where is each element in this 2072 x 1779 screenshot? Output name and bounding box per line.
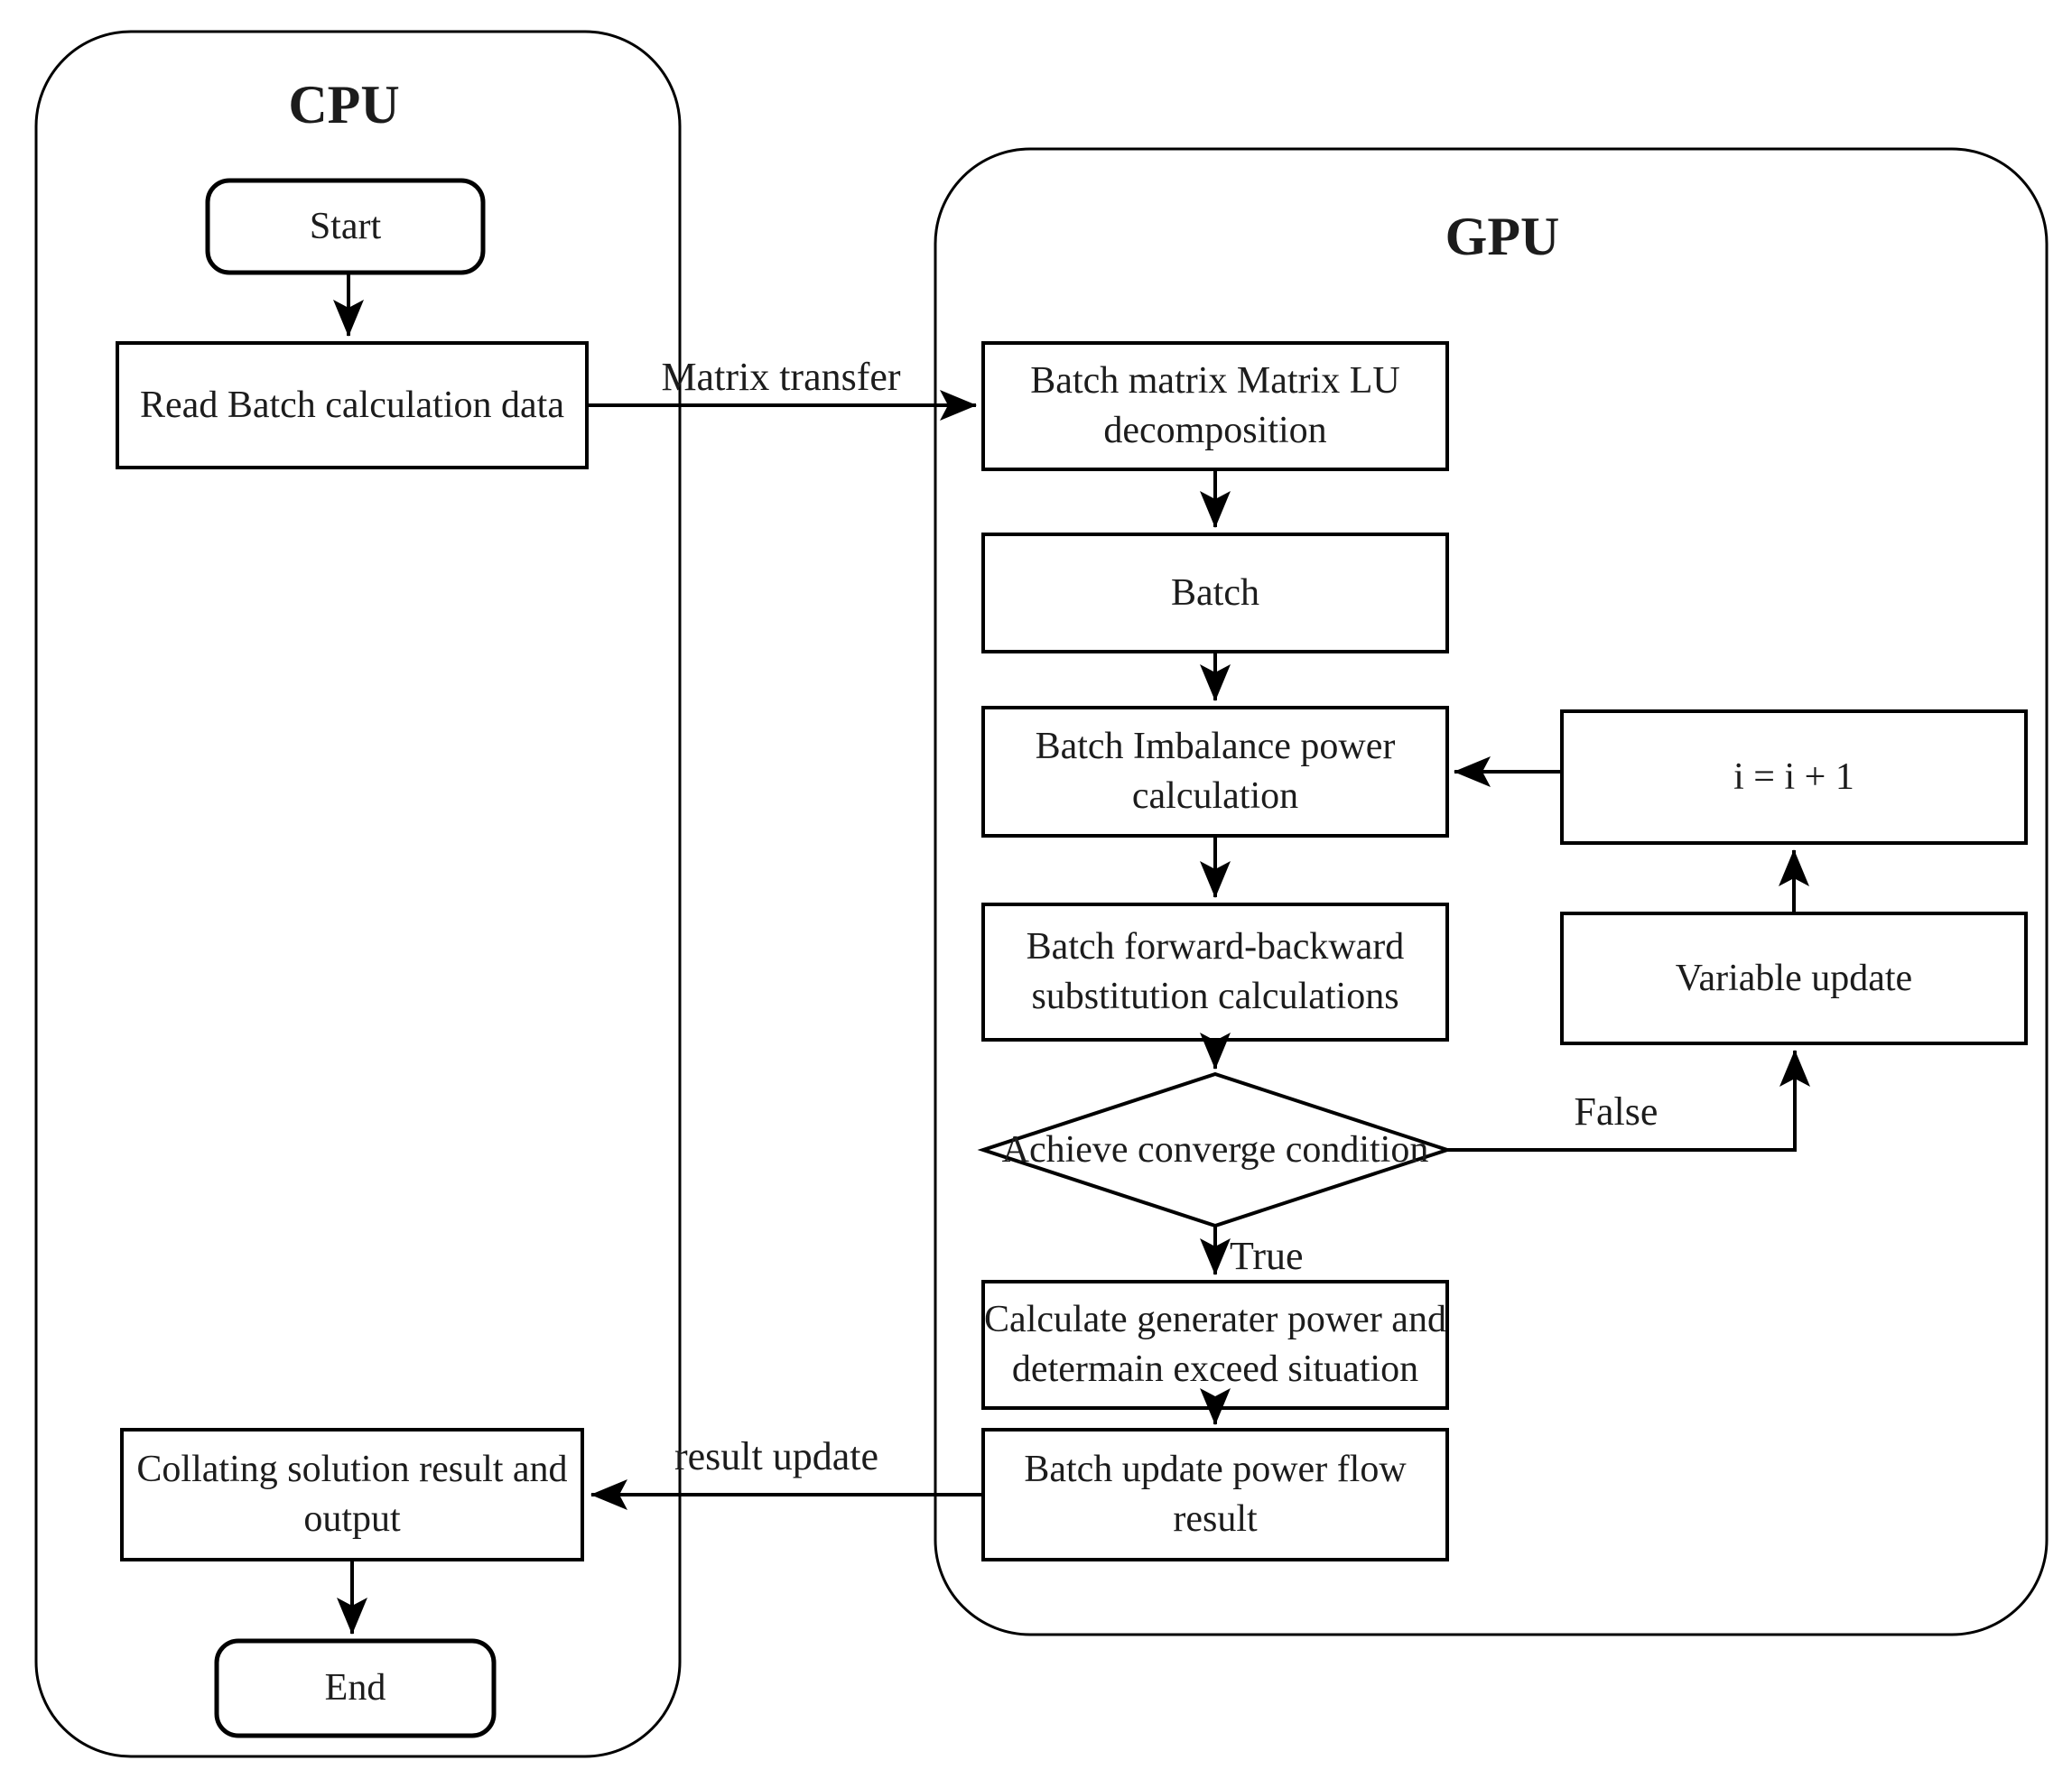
imbalance-power-line2: calculation xyxy=(1131,775,1299,817)
imbalance-power-line1: Batch Imbalance power xyxy=(1035,726,1396,768)
collate-result-line2: output xyxy=(303,1498,401,1540)
power-flow-result-line1: Batch update power flow xyxy=(1024,1449,1407,1491)
lu-decomposition-line1: Batch matrix Matrix LU xyxy=(1030,360,1400,403)
gpu-region-title: GPU xyxy=(1445,207,1560,266)
true-branch-label: True xyxy=(1230,1234,1304,1278)
converge-decision-label: Achieve converge condition xyxy=(1001,1128,1429,1171)
read-data-node-shape xyxy=(116,341,589,469)
read-data-node-label: Read Batch calculation data xyxy=(140,384,564,426)
collate-result-node-shape xyxy=(120,1428,584,1561)
lu-decomposition-node-label: Batch matrix Matrix LU decomposition xyxy=(983,343,1447,469)
generator-power-node-shape xyxy=(981,1280,1449,1410)
start-node-label: Start xyxy=(309,205,382,247)
variable-update-node-label: Variable update xyxy=(1675,957,1913,999)
variable-update-node-shape xyxy=(1560,912,2028,1045)
end-node-shape xyxy=(214,1638,497,1738)
power-flow-result-line2: result xyxy=(1173,1498,1258,1540)
arrow-decision-false xyxy=(1447,1050,1810,1152)
increment-node-label: i = i + 1 xyxy=(1733,755,1854,798)
end-node-label: End xyxy=(324,1667,386,1710)
substitution-line1: Batch forward-backward xyxy=(1026,926,1405,968)
collate-result-node-label: Collating solution result and output xyxy=(122,1430,582,1560)
lu-decomposition-line2: decomposition xyxy=(1103,410,1327,451)
substitution-line2: substitution calculations xyxy=(1031,976,1399,1017)
gpu-region-outline xyxy=(934,147,2049,1636)
collate-result-line1: Collating solution result and xyxy=(136,1449,568,1491)
increment-node-shape xyxy=(1560,709,2028,845)
cpu-region-outline xyxy=(34,30,682,1758)
matrix-transfer-edge-label: Matrix transfer xyxy=(661,355,901,399)
generator-power-line1: Calculate generater power and xyxy=(984,1299,1446,1341)
generator-power-node-label: Calculate generater power and determain … xyxy=(983,1282,1447,1408)
batch-node-shape xyxy=(981,533,1449,653)
generator-power-line2: determain exceed situation xyxy=(1011,1348,1419,1390)
imbalance-power-node-label: Batch Imbalance power calculation xyxy=(983,708,1447,836)
substitution-node-shape xyxy=(981,903,1449,1042)
batch-node-label: Batch xyxy=(1171,571,1259,614)
start-node-shape xyxy=(205,178,486,275)
power-flow-result-node-label: Batch update power flow result xyxy=(983,1430,1447,1560)
result-update-edge-label: result update xyxy=(674,1434,879,1478)
cpu-region-title: CPU xyxy=(288,75,400,134)
false-branch-label: False xyxy=(1574,1089,1659,1134)
substitution-node-label: Batch forward-backward substitution calc… xyxy=(983,904,1447,1040)
